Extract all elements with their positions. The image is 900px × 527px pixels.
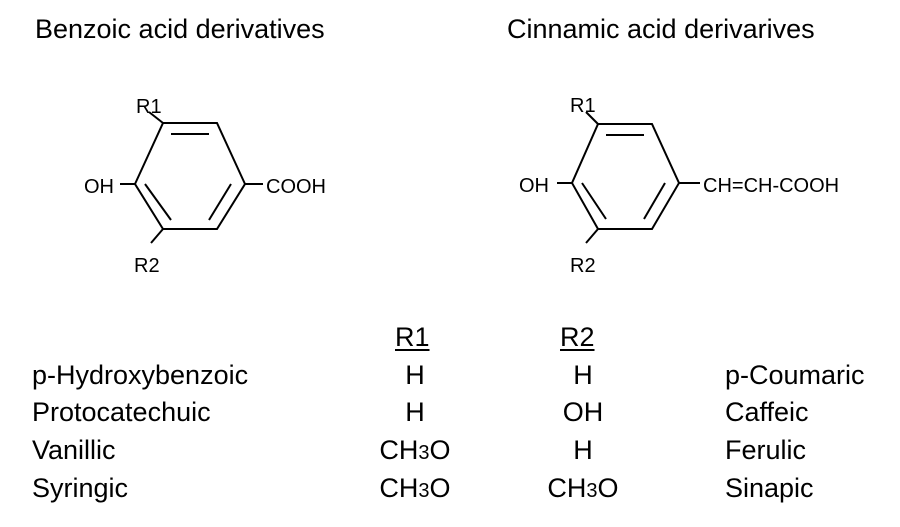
r2-value: OH <box>562 397 604 427</box>
r2-value: H <box>573 435 593 465</box>
cinnamic-sidechain-label: CH=CH-COOH <box>703 175 839 197</box>
cinnamic-ring <box>557 111 700 244</box>
cinnamic-title: Cinnamic acid derivarives <box>507 14 815 44</box>
benzoic-name: Syringic <box>32 473 129 503</box>
benzoic-oh-label: OH <box>84 176 114 198</box>
r2-column-header: R2 <box>560 322 595 352</box>
cinnamic-name: p-Coumaric <box>725 360 865 390</box>
cinnamic-r2-label: R2 <box>570 255 596 277</box>
cinnamic-name: Sinapic <box>725 473 814 503</box>
r2-value: H <box>573 360 593 390</box>
cinnamic-name: Ferulic <box>725 435 807 465</box>
benzoic-ring <box>120 111 263 244</box>
r2-value: CH3O <box>547 473 619 503</box>
r1-value: CH3O <box>379 435 451 465</box>
r2-bond <box>585 228 599 244</box>
r1-value: CH3O <box>379 473 451 503</box>
benzoic-name: Vanillic <box>32 435 116 465</box>
r1-value: H <box>405 397 425 427</box>
benzoic-name: p-Hydroxybenzoic <box>32 360 249 390</box>
cinnamic-oh-label: OH <box>519 175 549 197</box>
benzoic-name: Protocatechuic <box>32 397 211 427</box>
benzoic-title: Benzoic acid derivatives <box>35 14 325 44</box>
cinnamic-name: Caffeic <box>725 397 809 427</box>
r1-bond <box>148 111 164 124</box>
benzoic-r1-label: R1 <box>136 96 162 118</box>
benzoic-cooh-label: COOH <box>266 176 326 198</box>
r1-bond <box>585 111 599 125</box>
r1-column-header: R1 <box>395 322 430 352</box>
r1-value: H <box>405 360 425 390</box>
r2-bond <box>150 228 164 244</box>
cinnamic-r1-label: R1 <box>570 95 596 117</box>
benzoic-r2-label: R2 <box>134 255 160 277</box>
